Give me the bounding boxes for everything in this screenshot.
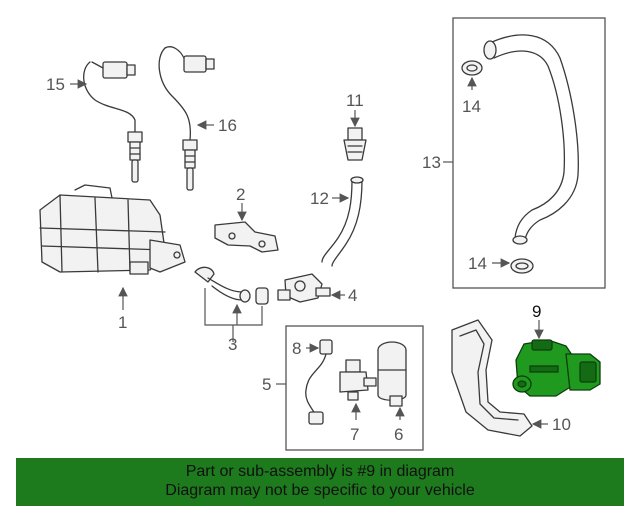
part-3-hose-set[interactable]	[194, 266, 269, 305]
group-13-box	[452, 17, 606, 289]
part-8-wire-harness[interactable]	[305, 339, 333, 425]
info-banner: Part or sub-assembly is #9 in diagram Di…	[16, 458, 624, 506]
callout-16: 16	[218, 116, 237, 135]
part-13-vent-hose[interactable]	[483, 34, 579, 245]
group-5-box	[285, 325, 424, 451]
part-15-oxygen-sensor[interactable]	[83, 61, 143, 183]
part-9-leak-detection-pump[interactable]	[512, 339, 601, 397]
part-12-hose[interactable]	[321, 176, 364, 267]
part-10-bracket[interactable]	[451, 319, 533, 437]
part-4-purge-valve[interactable]	[277, 273, 331, 303]
callout-11: 11	[346, 91, 364, 110]
callout-4: 4	[348, 286, 357, 305]
part-11-valve[interactable]	[343, 127, 367, 161]
callout-8: 8	[292, 339, 301, 358]
callout-7: 7	[350, 425, 359, 444]
parts-diagram: 15 16 1 2 3	[39, 17, 606, 451]
leader-3-bracket	[204, 288, 263, 326]
callout-13: 13	[422, 153, 441, 172]
callout-3: 3	[228, 335, 237, 354]
callout-9: 9	[532, 302, 541, 321]
part-7-pressure-sensor[interactable]	[339, 359, 377, 401]
callout-14-lower: 14	[468, 254, 487, 273]
callout-5: 5	[262, 375, 271, 394]
callout-1: 1	[118, 313, 127, 332]
part-16-oxygen-sensor[interactable]	[158, 46, 215, 191]
callout-10: 10	[552, 415, 571, 434]
callout-12: 12	[310, 189, 329, 208]
part-6-leak-detection-filter[interactable]	[377, 341, 407, 407]
part-14-clamp-lower[interactable]	[510, 258, 534, 274]
banner-line-1: Part or sub-assembly is #9 in diagram	[185, 463, 455, 480]
part-14-clamp-upper[interactable]	[461, 60, 483, 76]
callout-6: 6	[394, 425, 403, 444]
callout-14-upper: 14	[462, 97, 481, 116]
part-1-charcoal-canister[interactable]	[39, 184, 186, 275]
callout-2: 2	[236, 185, 245, 204]
callout-15: 15	[46, 75, 65, 94]
banner-line-2: Diagram may not be specific to your vehi…	[165, 482, 475, 499]
part-2-bracket[interactable]	[214, 221, 279, 253]
